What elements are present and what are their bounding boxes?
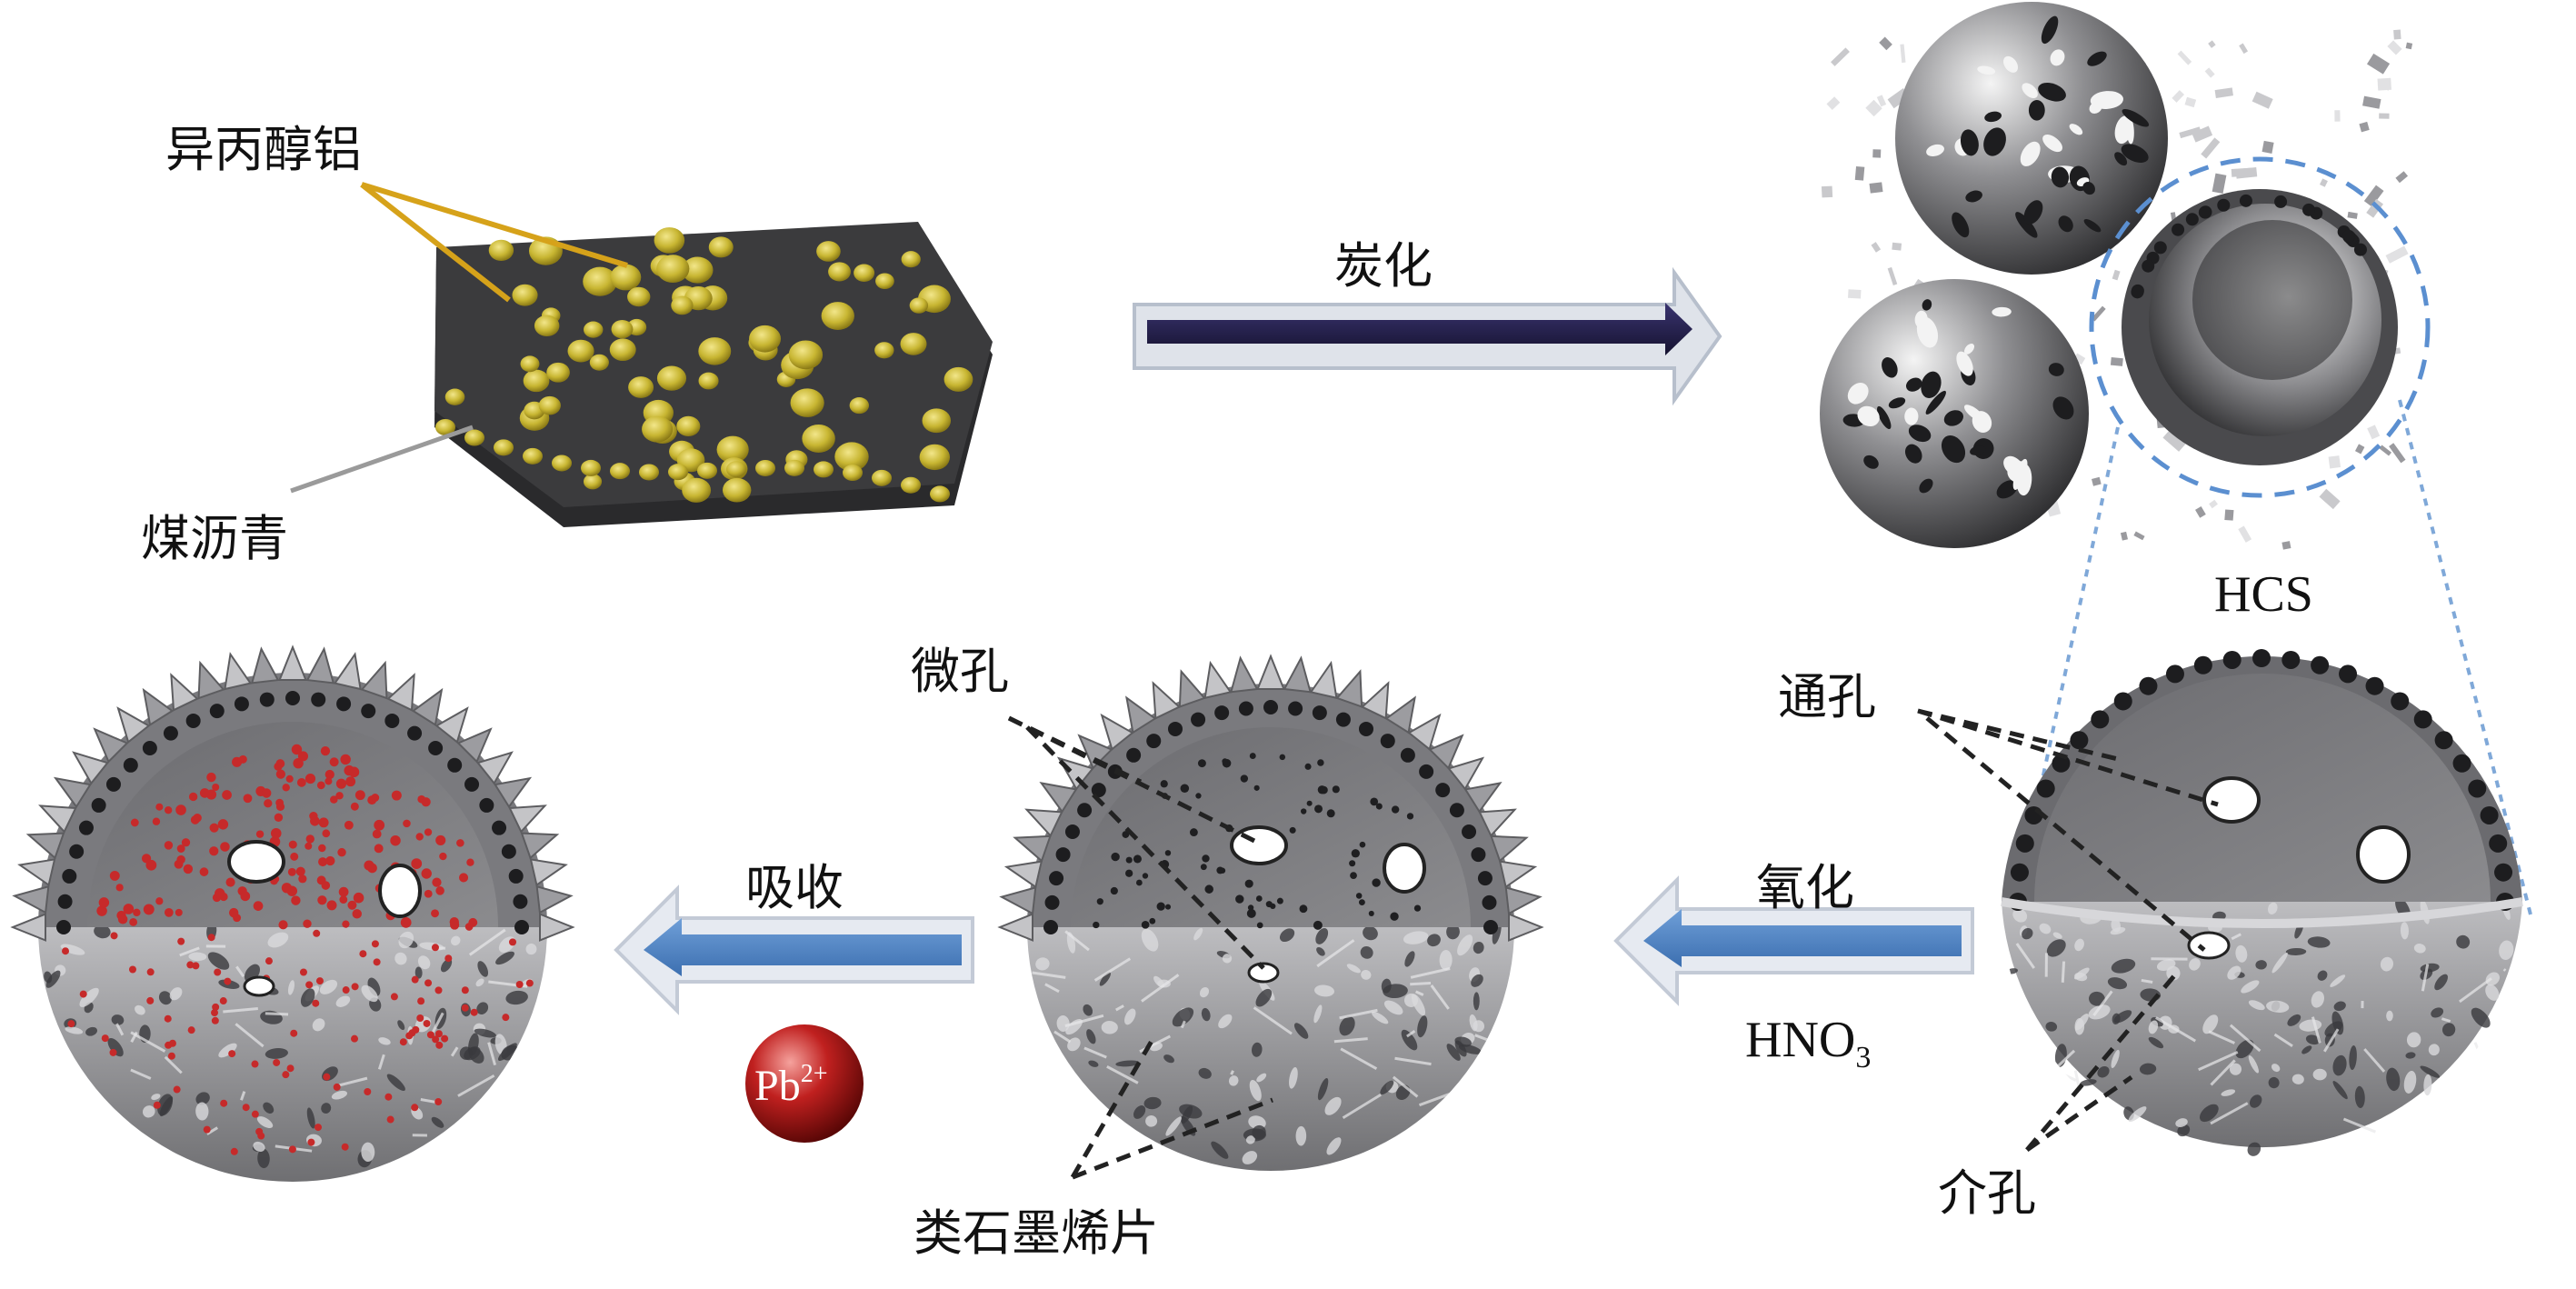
label-hcs: HCS	[2214, 565, 2313, 624]
carbon-spheres-cluster-icon	[1820, 2, 2428, 550]
label-carbonization: 炭化	[1334, 225, 1433, 297]
pointer-line-pitch	[291, 427, 473, 491]
label-coal-pitch: 煤沥青	[141, 498, 288, 570]
label-oxidation: 氧化	[1756, 847, 1854, 919]
label-through-pore: 通孔	[1778, 656, 1876, 728]
label-absorption: 吸收	[745, 847, 844, 919]
label-graphene-like-sheet: 类石墨烯片	[914, 1193, 1159, 1264]
oxidized-sphere-icon	[1000, 656, 1542, 1171]
pitch-disc-icon	[434, 222, 993, 527]
label-hno3: HNO3	[1745, 1011, 1871, 1075]
adsorbed-sphere-icon	[13, 647, 584, 1182]
label-aluminum-isopropoxide: 异丙醇铝	[165, 109, 362, 181]
label-micropore: 微孔	[911, 631, 1009, 703]
label-mesopore: 介孔	[1938, 1153, 2036, 1224]
hcs-cutaway-icon	[2002, 649, 2522, 1159]
